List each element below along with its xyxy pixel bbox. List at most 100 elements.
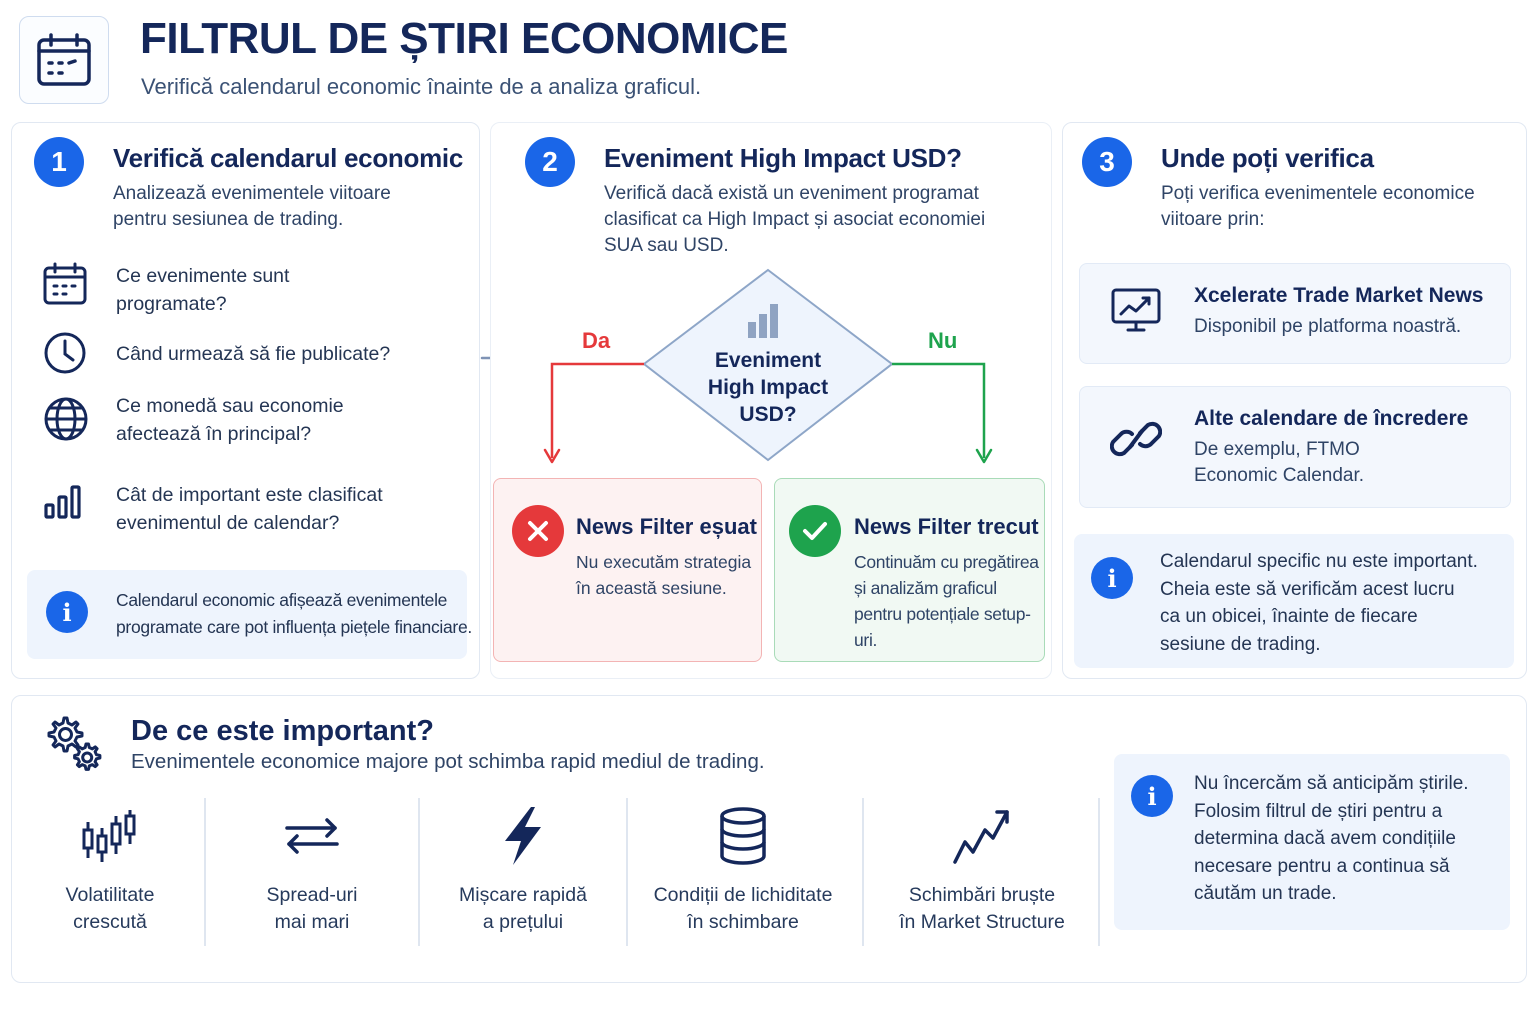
step1-title: Verifică calendarul economic [113, 143, 463, 173]
database-icon [718, 804, 768, 868]
step3-number-badge: 3 [1082, 137, 1132, 187]
step1-info-box [27, 570, 467, 659]
importance-line: Schimbări bruște [908, 884, 1056, 906]
importance-line: în schimbare [687, 911, 799, 933]
step3-title: Unde poți verifica [1161, 143, 1374, 173]
info-line: Folosim filtrul de știri pentru a [1194, 800, 1443, 822]
diamond-line: High Impact [707, 376, 829, 399]
step1-item-line: evenimentul de calendar? [116, 512, 340, 534]
importance-subtitle: Evenimentele economice majore pot schimb… [131, 750, 765, 773]
header-calendar-icon [19, 16, 109, 104]
info-line: Nu încercăm să anticipăm știrile. [1194, 773, 1469, 794]
candlestick-icon [80, 804, 140, 868]
source-other-desc: De exemplu, FTMO Economic Calendar. [1194, 437, 1364, 489]
pass-title: News Filter trecut [854, 514, 1039, 539]
step3-info-box [1074, 534, 1514, 668]
step3-description-line: viitoare prin: [1161, 209, 1265, 230]
step3-description-line: Poți verifica evenimentele economice [1161, 183, 1475, 204]
no-label: Nu [928, 328, 958, 353]
source-xcelerate-title: Xcelerate Trade Market News [1194, 284, 1484, 307]
divider [862, 798, 864, 946]
importance-info-box [1114, 754, 1510, 930]
bar-chart-icon [42, 475, 88, 526]
source-xcelerate-desc: Disponibil pe platforma noastră. [1194, 316, 1462, 337]
info-line: Cheia este să verificăm acest lucru [1160, 578, 1455, 600]
step1-item-line: Ce monedă sau economie [116, 395, 344, 417]
info-icon: i [46, 591, 88, 633]
step2-description: Verifică dacă există un eveniment progra… [604, 181, 1034, 259]
news-filter-fail-box: News Filter eșuat Nu executăm strategia … [493, 478, 762, 662]
info-line: sesiune de trading. [1160, 633, 1321, 655]
pass-line: pentru potențiale setup-uri. [854, 604, 1031, 650]
step1-description-line: Analizează evenimentele viitoare [113, 183, 391, 204]
no-branch-arrowhead [975, 448, 993, 464]
source-other-line: De exemplu, FTMO [1194, 439, 1360, 460]
diamond-line: USD? [739, 403, 797, 426]
fail-line: Nu executăm strategia [576, 552, 752, 572]
importance-title: De ce este important? [131, 715, 434, 747]
importance-line: Mișcare rapidă [459, 884, 587, 906]
step1-description: Analizează evenimentele viitoare pentru … [113, 181, 463, 233]
lightning-icon [501, 804, 545, 868]
divider [626, 798, 628, 946]
news-filter-pass-box: News Filter trecut Continuăm cu pregătir… [774, 478, 1045, 662]
step2-description-line: Verifică dacă există un eveniment progra… [604, 183, 979, 204]
importance-line: în Market Structure [899, 911, 1065, 933]
info-icon: i [1131, 775, 1173, 817]
decision-diamond-text: Eveniment High Impact USD? [688, 347, 848, 428]
importance-line: mai mari [274, 911, 350, 933]
importance-item-liquidity: Condiții de lichiditate în schimbare [640, 800, 846, 948]
step1-item-line: programate? [116, 293, 227, 315]
fail-line: în această sesiune. [576, 578, 727, 598]
importance-item-volatility: Volatilitate crescută [30, 800, 190, 948]
yes-branch-arrowhead [543, 448, 561, 464]
trend-up-icon [951, 804, 1013, 868]
yes-label: Da [582, 328, 611, 353]
x-circle-icon [512, 505, 564, 557]
info-line: determina dacă avem condițiile [1194, 828, 1456, 849]
importance-line: a prețului [482, 911, 564, 933]
fail-description: Nu executăm strategia în această sesiune… [576, 549, 751, 601]
divider [1098, 798, 1100, 946]
link-icon [1109, 411, 1163, 472]
importance-line: crescută [73, 911, 147, 933]
step1-info-text: Calendarul economic afișează evenimentel… [116, 587, 472, 641]
step2-number-badge: 2 [525, 137, 575, 187]
bar-chart-icon [746, 300, 786, 343]
info-line: ca un obicei, înainte de fiecare [1160, 606, 1418, 627]
decision-diamond [642, 268, 894, 462]
source-other-line: Economic Calendar. [1194, 465, 1365, 486]
source-xcelerate: Xcelerate Trade Market News Disponibil p… [1079, 263, 1511, 364]
gears-icon [44, 714, 104, 779]
importance-line: Condiții de lichiditate [653, 884, 833, 906]
page-subtitle: Verifică calendarul economic înainte de … [141, 74, 702, 99]
importance-item-price-move: Mișcare rapidă a prețului [430, 800, 616, 948]
step1-item-line: Ce evenimente sunt [116, 265, 290, 287]
step3-description: Poți verifica evenimentele economice vii… [1161, 181, 1511, 233]
importance-line: Volatilitate [65, 884, 155, 906]
step1-description-line: pentru sesiunea de trading. [113, 209, 344, 230]
step2-title: Eveniment High Impact USD? [604, 143, 962, 173]
step2-description-line: clasificat ca High Impact și asociat eco… [604, 209, 986, 230]
step1-number-badge: 1 [34, 137, 84, 187]
info-line: căutăm un trade. [1194, 883, 1337, 904]
step1-item-publish-time: Când urmează să fie publicate? [116, 343, 391, 365]
info-line: Calendarul economic afișează evenimentel… [116, 590, 448, 610]
step1-item-currency: Ce monedă sau economie afectează în prin… [116, 392, 344, 448]
info-line: necesare pentru a continua să [1194, 855, 1450, 877]
source-other-calendars: Alte calendare de încredere De exemplu, … [1079, 386, 1511, 508]
source-other-title: Alte calendare de încredere [1194, 407, 1469, 430]
check-circle-icon [789, 505, 841, 557]
no-branch-line [892, 362, 986, 458]
page-title: FILTRUL DE ȘTIRI ECONOMICE [140, 14, 788, 63]
divider [418, 798, 420, 946]
monitor-chart-icon [1110, 286, 1162, 341]
pass-line: Continuăm cu pregătirea [854, 552, 1039, 572]
swap-arrows-icon [283, 804, 341, 868]
info-icon: i [1091, 557, 1133, 599]
diamond-line: Eveniment [714, 349, 822, 372]
step2-description-line: SUA sau USD. [604, 235, 729, 256]
step1-item-importance: Cât de important este clasificat evenime… [116, 481, 383, 537]
step3-info-text: Calendarul specific nu este important. C… [1160, 548, 1478, 658]
step1-item-line: afectează în principal? [116, 423, 312, 445]
